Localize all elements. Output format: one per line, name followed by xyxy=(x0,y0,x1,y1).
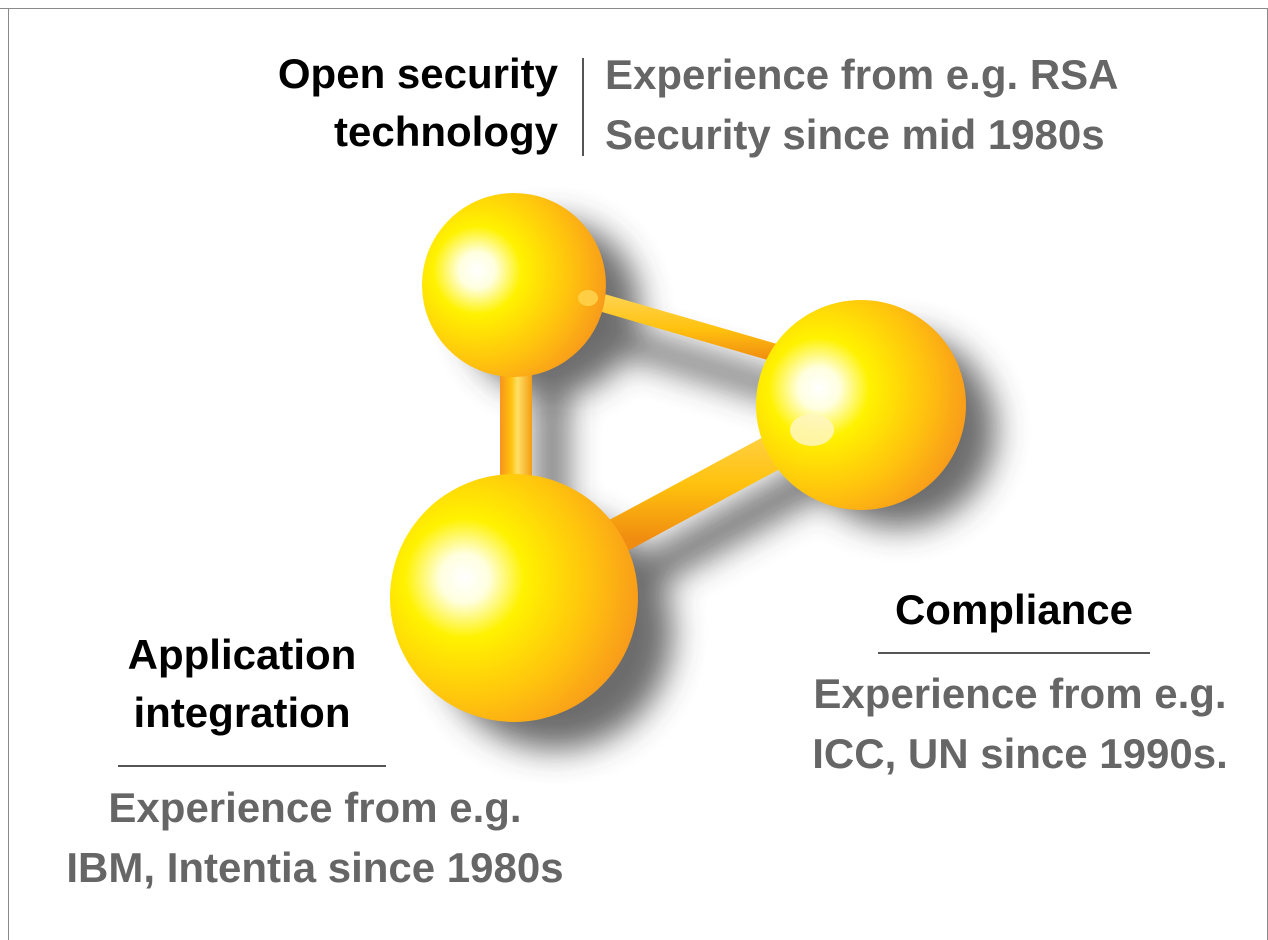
detail-line: Security since mid 1980s xyxy=(605,111,1105,158)
node-compliance-divider xyxy=(878,652,1150,654)
heading-line: Compliance xyxy=(894,586,1134,633)
node-application-heading: Application integration xyxy=(92,626,392,742)
detail-line: IBM, Intentia since 1980s xyxy=(66,844,564,891)
heading-line: Application xyxy=(127,631,357,678)
frame-border-left xyxy=(8,8,9,940)
detail-line: Experience from e.g. RSA xyxy=(605,51,1119,98)
detail-line: ICC, UN since 1990s. xyxy=(812,730,1228,777)
frame-border-top xyxy=(0,8,1268,9)
node-open-security-detail: Experience from e.g. RSA Security since … xyxy=(605,45,1119,165)
detail-line: Experience from e.g. xyxy=(813,670,1227,717)
detail-line: Experience from e.g. xyxy=(108,784,522,831)
sphere-application-integration xyxy=(390,474,638,722)
sphere-compliance xyxy=(756,300,966,510)
bond-highlight xyxy=(790,414,834,446)
node-open-security-heading: Open security technology xyxy=(278,45,558,161)
heading-line: technology xyxy=(333,108,558,155)
node-compliance-detail: Experience from e.g. ICC, UN since 1990s… xyxy=(780,664,1260,784)
bond-security-compliance xyxy=(577,289,809,369)
heading-line: integration xyxy=(133,689,351,736)
node-application-detail: Experience from e.g. IBM, Intentia since… xyxy=(20,778,610,898)
sphere-open-security xyxy=(422,193,606,377)
node-open-security-divider xyxy=(582,58,584,156)
bond-highlight xyxy=(578,290,598,306)
heading-line: Open security xyxy=(277,50,558,97)
node-application-divider xyxy=(118,765,386,767)
node-compliance-heading: Compliance xyxy=(878,581,1150,639)
